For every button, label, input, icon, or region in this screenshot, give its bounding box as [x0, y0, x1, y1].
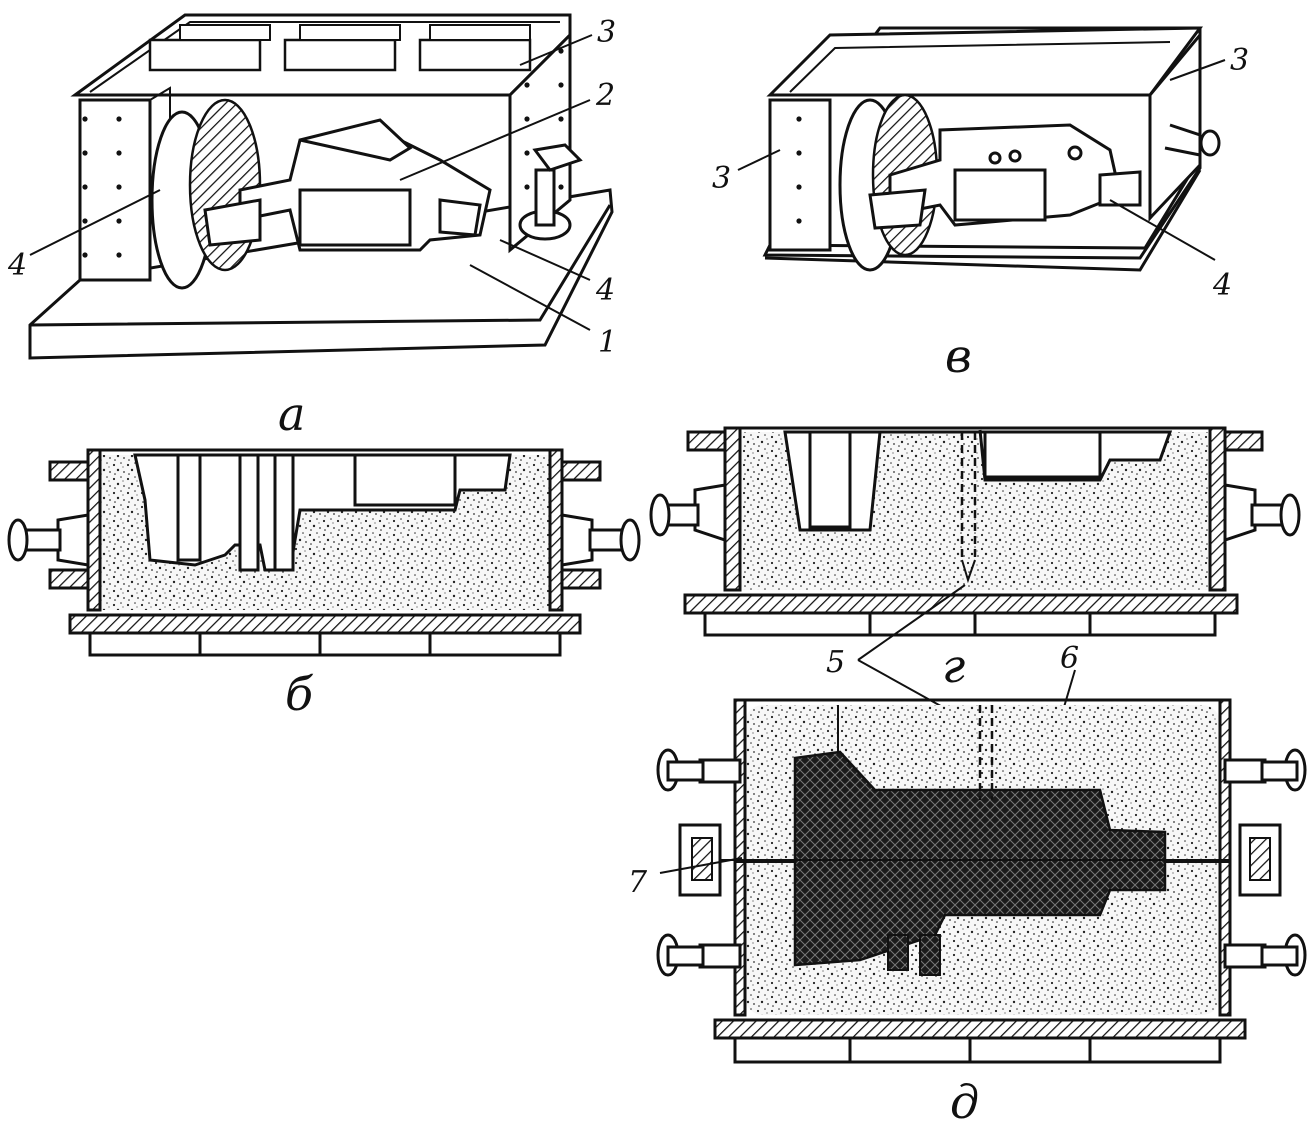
caption-a: а: [278, 387, 305, 441]
callout-3-v-right: 3: [1230, 43, 1249, 78]
caption-g: г: [942, 639, 965, 693]
callout-4-v: 4: [1212, 268, 1232, 303]
callout-4-a-left: 4: [7, 248, 27, 283]
panel-d-assembled-mould: [656, 698, 1307, 1064]
callout-6: 6: [1060, 641, 1079, 676]
callout-7: 7: [628, 865, 648, 900]
caption-d: д: [950, 1075, 979, 1129]
callout-1-a: 1: [598, 325, 617, 360]
caption-v: в: [945, 329, 972, 383]
callout-2-a: 2: [595, 78, 615, 113]
callout-3-a: 3: [597, 15, 616, 50]
panel-v-flask-other-half: [737, 26, 1226, 272]
panel-g-other-half-section: [649, 426, 1301, 637]
callout-4-a-right: 4: [595, 273, 615, 308]
panel-a-flask-on-pattern-plate: [28, 13, 614, 360]
callout-3-v-left: 3: [712, 161, 731, 196]
callout-5: 5: [826, 645, 845, 680]
caption-b: б: [285, 667, 314, 721]
panel-b-rammed-flask-section: [7, 448, 641, 657]
